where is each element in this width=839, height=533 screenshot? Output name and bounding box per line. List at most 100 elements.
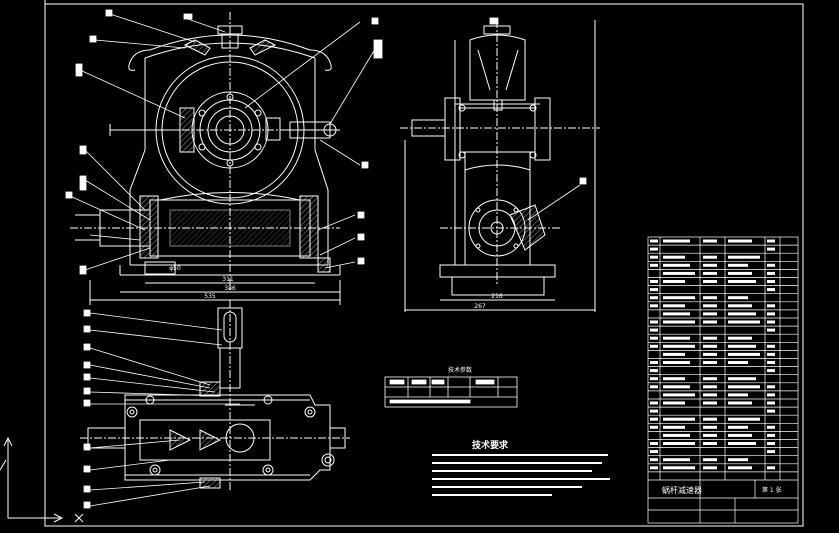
parts-entry-text bbox=[650, 409, 658, 413]
front-view-leaders bbox=[65, 9, 383, 275]
parameter-table bbox=[384, 376, 518, 408]
parts-entry-text bbox=[767, 263, 775, 267]
parts-entry-text bbox=[767, 466, 775, 470]
dim-front-386: 386 bbox=[224, 285, 236, 292]
parts-entry-text bbox=[703, 377, 717, 381]
parts-entry-text bbox=[650, 263, 658, 267]
title-block-name: 蜗杆减速器 bbox=[662, 485, 702, 495]
parts-entry-text bbox=[728, 466, 752, 470]
parts-entry-text bbox=[663, 417, 695, 421]
parts-entry-text bbox=[703, 361, 717, 364]
parts-entry-text bbox=[650, 417, 658, 421]
parts-entry-text bbox=[728, 352, 760, 356]
parts-entry-text bbox=[650, 304, 658, 308]
parts-entry-text bbox=[767, 450, 775, 454]
dim-front-535: 535 bbox=[204, 293, 216, 300]
parts-entry-text bbox=[703, 458, 717, 462]
parts-entry-text bbox=[663, 296, 695, 300]
parts-entry-text bbox=[703, 255, 717, 259]
parts-entry-text bbox=[703, 352, 717, 356]
parts-entry-text bbox=[728, 304, 752, 308]
parts-entry-text bbox=[728, 336, 752, 340]
dim-side-267: 267 bbox=[474, 303, 486, 310]
parts-entry-text bbox=[663, 312, 690, 316]
parameter-table-title: 技术参数 bbox=[448, 366, 472, 374]
parts-entry-text bbox=[703, 417, 717, 421]
parts-entry-text bbox=[663, 344, 695, 348]
parts-entry-text bbox=[650, 401, 658, 405]
parts-entry-text bbox=[728, 385, 760, 389]
parts-entry-text bbox=[663, 377, 685, 381]
side-view-leaders bbox=[489, 17, 587, 221]
parts-entry-text bbox=[728, 458, 748, 462]
parts-entry-text bbox=[663, 263, 690, 267]
parts-entry-text bbox=[767, 369, 775, 373]
dim-front-311: 311 bbox=[222, 276, 234, 283]
parts-entry-text bbox=[650, 296, 658, 300]
parts-entry-text bbox=[650, 288, 658, 292]
parts-entry-text bbox=[663, 255, 685, 259]
parts-entry-text bbox=[650, 385, 658, 389]
parts-entry-text bbox=[767, 401, 775, 405]
parts-entry-text bbox=[728, 393, 748, 397]
parts-entry-text bbox=[728, 280, 756, 283]
parts-entry-text bbox=[728, 417, 760, 421]
dim-front-shaft: φ50 bbox=[169, 265, 181, 272]
parts-entry-text bbox=[728, 271, 752, 275]
parts-entry-text bbox=[728, 344, 756, 348]
parts-entry-text bbox=[728, 263, 748, 267]
parts-entry-text bbox=[728, 361, 748, 364]
parts-entry-text bbox=[650, 255, 658, 259]
plan-view-leaders bbox=[83, 309, 240, 509]
parts-entry-text bbox=[767, 352, 775, 356]
plan-view bbox=[80, 300, 350, 490]
parts-entry-text bbox=[728, 377, 756, 381]
parts-entry-text bbox=[663, 433, 690, 437]
parts-entry-text bbox=[703, 312, 717, 316]
front-view bbox=[70, 12, 341, 305]
parts-entry-text bbox=[767, 271, 775, 275]
parts-entry-text bbox=[767, 385, 775, 389]
parts-entry-text bbox=[650, 466, 658, 470]
parts-entry-text bbox=[650, 458, 658, 462]
parts-entry-text bbox=[663, 442, 695, 445]
parts-entry-text bbox=[767, 280, 775, 283]
parts-entry-text bbox=[767, 328, 775, 332]
parts-entry-text bbox=[767, 393, 775, 397]
parts-entry-text bbox=[663, 401, 685, 405]
parts-entry-text bbox=[728, 255, 760, 259]
parts-entry-text bbox=[663, 458, 690, 462]
parts-entry-text bbox=[703, 336, 717, 340]
parts-entry-text bbox=[650, 247, 658, 251]
parts-entry-text bbox=[703, 425, 717, 429]
parts-entry-text bbox=[703, 433, 717, 437]
parts-entry-text bbox=[663, 393, 695, 397]
parts-entry-text bbox=[703, 401, 717, 405]
dim-side-216: 216 bbox=[491, 293, 503, 300]
parts-entry-text bbox=[767, 304, 775, 308]
parts-entry-text bbox=[663, 352, 685, 356]
title-block-sheet: 第 1 张 bbox=[762, 486, 782, 494]
parts-entry-text bbox=[767, 239, 775, 243]
parts-entry-text bbox=[767, 433, 775, 437]
parts-entry-text bbox=[663, 320, 695, 324]
parts-entry-text bbox=[650, 328, 658, 332]
parts-entry-text bbox=[703, 271, 717, 275]
parts-entry-text bbox=[650, 425, 658, 429]
parts-entry-text bbox=[767, 361, 775, 364]
parts-list-entries bbox=[650, 239, 775, 470]
parts-entry-text bbox=[703, 239, 717, 243]
parts-entry-text bbox=[703, 393, 717, 397]
parts-entry-text bbox=[703, 442, 717, 445]
parts-entry-text bbox=[728, 425, 748, 429]
drawing-frame bbox=[44, 0, 804, 527]
parts-entry-text bbox=[728, 239, 752, 243]
parts-entry-text bbox=[728, 401, 752, 405]
parts-entry-text bbox=[767, 442, 775, 445]
parts-entry-text bbox=[663, 385, 690, 389]
parts-entry-text bbox=[703, 466, 717, 470]
parts-list bbox=[647, 236, 799, 524]
parts-entry-text bbox=[728, 433, 752, 437]
parts-entry-text bbox=[650, 336, 658, 340]
parts-entry-text bbox=[703, 263, 717, 267]
